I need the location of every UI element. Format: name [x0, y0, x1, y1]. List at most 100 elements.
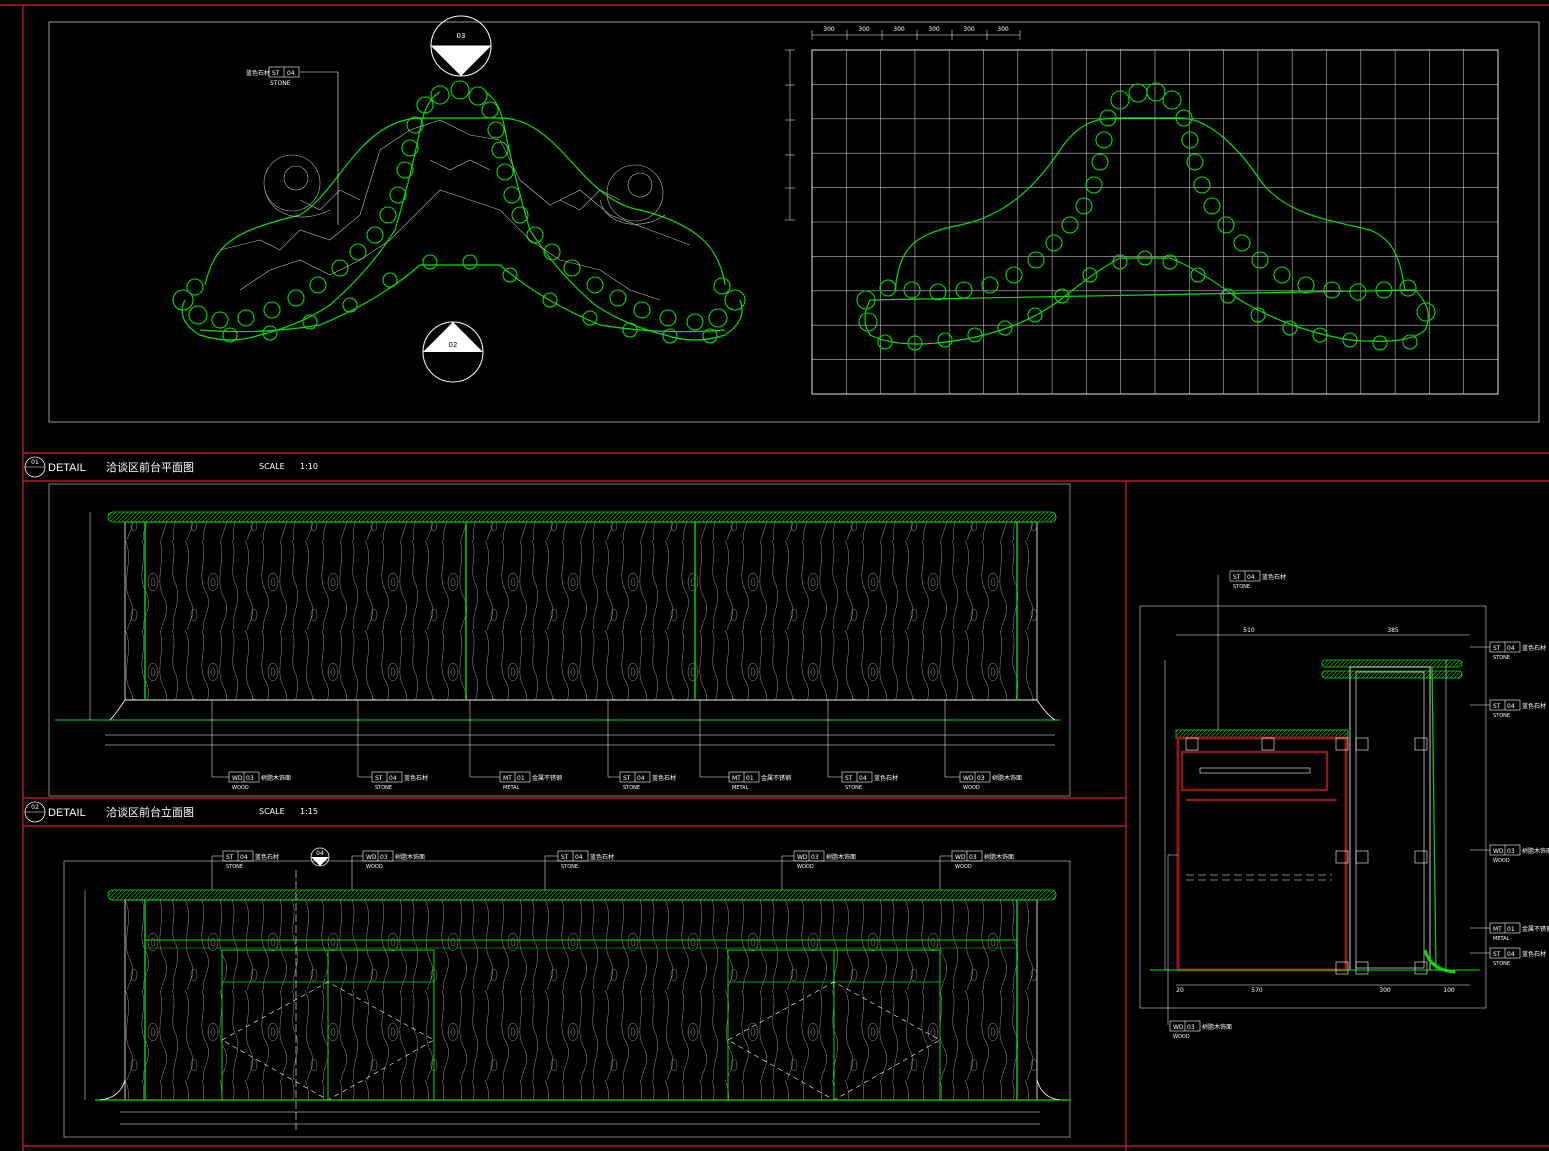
section-callout-3-code: WD: [1493, 848, 1504, 855]
plan-callout-5-sub: METAL: [732, 785, 749, 791]
section-callout-6-code: WD: [1173, 1024, 1184, 1031]
plan-viewport-frame: [48, 21, 1540, 423]
elevation-01-viewport: [48, 483, 1071, 797]
section-callout-5-num: 04: [1507, 951, 1515, 958]
section-dim-bottom-3: 300: [1379, 987, 1391, 994]
section-callout-2-code: ST: [1493, 703, 1501, 710]
title-01-scale-label: SCALE: [259, 462, 285, 471]
elev-callout-5-code: WD: [955, 854, 966, 861]
section-dim-bottom-1: 20: [1176, 987, 1184, 994]
plan-callout-3-num: 01: [517, 775, 525, 782]
section-callout-1-code: ST: [1493, 645, 1501, 652]
plan-callout-3: MT 01 金属不锈钢 METAL: [469, 700, 562, 791]
plan-callout-7-name: 树脂木饰面: [992, 774, 1022, 782]
grid-border: [811, 49, 1499, 395]
elev-callout-4-sub: WOOD: [797, 864, 814, 870]
title-01-name: 洽谈区前台平面图: [106, 460, 194, 474]
section-callout-2-name: 蓝色石材: [1522, 702, 1546, 710]
section-dim-bottom-4: 100: [1443, 987, 1455, 994]
plan-callout-6-num: 04: [859, 775, 867, 782]
elev-callout-1-name: 蓝色石材: [255, 853, 279, 861]
elev-callout-2-name: 树脂木饰面: [395, 853, 425, 861]
plan-callout-3-sub: METAL: [503, 785, 520, 791]
plan-stone-sub: STONE: [270, 80, 291, 87]
section-callout-4-num: 01: [1507, 926, 1515, 933]
section-viewport: [1139, 605, 1487, 1009]
section-callout-4-code: MT: [1493, 926, 1502, 933]
elev-callout-3-name: 蓝色石材: [590, 853, 614, 861]
plan-callout-2-name: 蓝色石材: [404, 774, 428, 782]
title-block-02: 02 DETAIL 洽谈区前台立面图 SCALE 1:15: [24, 801, 318, 823]
elev-callout-4-code: WD: [797, 854, 808, 861]
elev-callout-3-num: 04: [575, 854, 583, 861]
plan-callout-4-num: 04: [637, 775, 645, 782]
title-02-scale-label: SCALE: [259, 807, 285, 816]
plan-stone-code: ST: [272, 70, 280, 77]
grid-dim-6: 300: [997, 26, 1009, 33]
plan-callout-2-num: 04: [389, 775, 397, 782]
grid-dim-3: 300: [893, 26, 905, 33]
section-marker-02-label: 02: [449, 341, 458, 349]
plan-callout-6-sub: STONE: [845, 785, 862, 791]
elev-callout-4-name: 树脂木饰面: [826, 853, 856, 861]
plan-callout-1-name: 树脂木饰面: [261, 774, 291, 782]
plan-callout-3-code: MT: [503, 775, 512, 782]
section-callout-1-name: 蓝色石材: [1522, 644, 1546, 652]
grid-bubble-stones: [856, 82, 1436, 351]
section-callout-5-code: ST: [1493, 951, 1501, 958]
section-callout-6-num: 03: [1187, 1024, 1195, 1031]
section-dim-top-left: 510: [1243, 627, 1255, 634]
plan-callout-5-code: MT: [732, 775, 741, 782]
section-dimension-texts: 510 385 20 570 300 100: [1176, 627, 1455, 994]
title-01-id: 01: [31, 459, 39, 466]
plan-stone-num: 04: [287, 70, 295, 77]
bubble-stones-left: [172, 80, 746, 344]
plan-callout-1-sub: WOOD: [232, 785, 249, 791]
elev-callout-1-code: ST: [226, 854, 234, 861]
section-callout-top-name: 蓝色石材: [1262, 573, 1286, 581]
grid-dim-5: 300: [963, 26, 975, 33]
elev-callout-3-code: ST: [561, 854, 569, 861]
elevation-02: [84, 870, 1070, 1130]
plan-callout-3-name: 金属不锈钢: [532, 774, 562, 782]
section-callout-4-sub: METAL: [1493, 936, 1510, 942]
plan-callout-6-code: ST: [845, 775, 853, 782]
section-marker-03-label: 03: [457, 32, 466, 40]
plan-callout-4-name: 蓝色石材: [652, 774, 676, 782]
plan-callout-4-sub: STONE: [623, 785, 640, 791]
plan-callout-7-sub: WOOD: [963, 785, 980, 791]
section-callout-5-name: 蓝色石材: [1522, 950, 1546, 958]
grid-counter-outline: [864, 117, 1429, 345]
plan-callout-2-sub: STONE: [375, 785, 392, 791]
plan-callout-7-num: 03: [977, 775, 985, 782]
section-callout-2-sub: STONE: [1493, 713, 1510, 719]
layout-grid: [811, 49, 1499, 395]
grid-dim-2: 300: [858, 26, 870, 33]
title-02-scale: 1:15: [300, 807, 318, 816]
cabinet-section: [1150, 575, 1480, 1025]
section-callout-3-num: 03: [1507, 848, 1515, 855]
elev-callout-2-sub: WOOD: [366, 864, 383, 870]
title-block-01: 01 DETAIL 洽谈区前台平面图 SCALE 1:10: [24, 456, 318, 478]
section-callout-6-sub: WOOD: [1173, 1034, 1190, 1040]
title-01-scale: 1:10: [300, 462, 318, 471]
plan-map-hatching: [219, 119, 691, 301]
plan-callout-7-code: WD: [963, 775, 974, 782]
section-callout-1-sub: STONE: [1493, 655, 1510, 661]
section-dim-bottom-2: 570: [1251, 987, 1263, 994]
elev-callout-5-sub: WOOD: [955, 864, 972, 870]
plan-callout-5-num: 01: [746, 775, 754, 782]
